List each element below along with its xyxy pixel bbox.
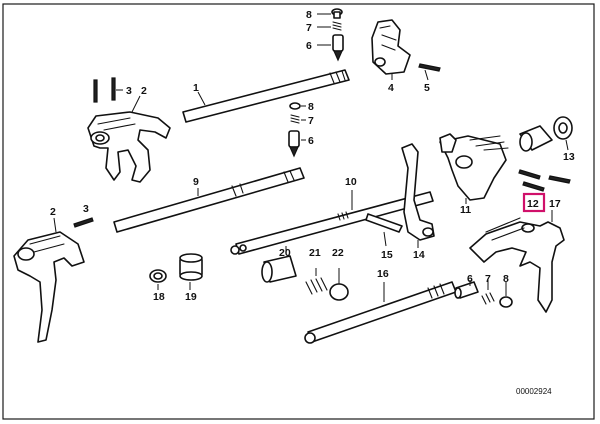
part-6-detent-mid <box>288 130 300 158</box>
callout-7-top: 7 <box>306 22 312 34</box>
part-2-shift-fork-lower <box>13 231 85 343</box>
callout-8-top: 8 <box>306 9 312 21</box>
part-1-shift-rod <box>182 69 350 123</box>
callout-5: 5 <box>424 82 430 94</box>
part-15-pin <box>365 213 403 247</box>
callout-12: 12 <box>527 198 539 210</box>
part-10-shift-rod <box>230 190 434 255</box>
callout-8-bottom: 8 <box>503 273 509 285</box>
part-18-washer <box>149 269 167 290</box>
part-pin-right <box>548 175 571 184</box>
part-20-detent <box>261 246 297 283</box>
callout-7-bottom: 7 <box>485 273 491 285</box>
callout-10: 10 <box>345 176 357 188</box>
callout-8-mid: 8 <box>308 101 314 113</box>
callout-4: 4 <box>388 82 394 94</box>
part-5-pin-top <box>418 63 441 81</box>
callout-6-bottom: 6 <box>467 273 473 285</box>
part-11-selector-block <box>439 133 509 204</box>
part-6-detent-bottom <box>454 280 479 299</box>
callout-2-lower: 2 <box>50 206 56 218</box>
callout-1: 1 <box>193 82 199 94</box>
callout-13: 13 <box>563 151 575 163</box>
callout-18: 18 <box>153 291 165 303</box>
part-8-cap-top <box>331 8 343 19</box>
callout-7-mid: 7 <box>308 115 314 127</box>
callout-2-upper: 2 <box>141 85 147 97</box>
callout-12-highlight <box>522 192 546 213</box>
part-6-detent-top <box>332 34 344 62</box>
part-2-shift-fork-upper <box>87 111 171 183</box>
part-7-spring-bottom <box>481 280 495 305</box>
part-19-bushing <box>179 253 203 290</box>
callout-6-top: 6 <box>306 40 312 52</box>
part-9-shift-rod <box>113 167 305 233</box>
callout-14: 14 <box>413 249 425 261</box>
callout-20: 20 <box>279 247 291 259</box>
part-17-shift-fork-right <box>469 210 565 313</box>
callout-6-mid: 6 <box>308 135 314 147</box>
callout-16: 16 <box>377 268 389 280</box>
callout-15: 15 <box>381 249 393 261</box>
callout-21: 21 <box>309 247 321 259</box>
part-14-fork-arm <box>401 143 435 248</box>
part-16-shift-rod <box>304 281 457 344</box>
part-4-bracket <box>371 19 411 80</box>
part-3-pin-lower <box>73 217 94 228</box>
part-12-pin <box>518 169 545 192</box>
callout-11: 11 <box>460 204 471 216</box>
part-7-spring-top <box>332 21 342 31</box>
callout-9: 9 <box>193 176 199 188</box>
part-7-spring-mid <box>290 114 300 124</box>
part-21-spring <box>305 268 328 295</box>
callout-3-upper: 3 <box>126 85 132 97</box>
callout-19: 19 <box>185 291 197 303</box>
reference-code: 00002924 <box>516 387 552 396</box>
part-22-cap <box>329 268 349 301</box>
callout-3-lower: 3 <box>83 203 89 215</box>
diagram-frame <box>2 3 595 420</box>
callout-22: 22 <box>332 247 344 259</box>
part-13-bushing <box>519 116 573 152</box>
part-3-pins-upper <box>93 77 116 103</box>
part-8-cap-bottom <box>499 282 513 308</box>
callout-17: 17 <box>549 198 561 210</box>
part-8-cap-mid <box>289 102 301 110</box>
